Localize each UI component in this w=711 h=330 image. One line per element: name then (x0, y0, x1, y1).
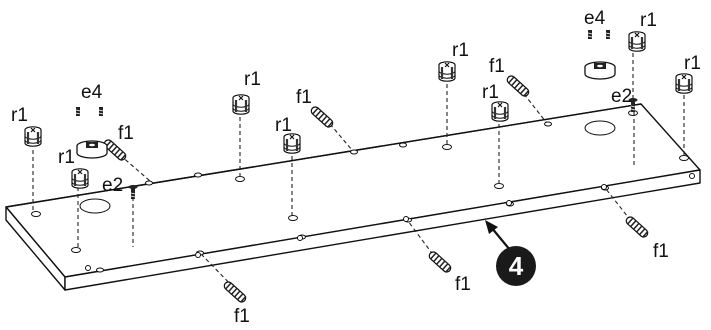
label-r1: r1 (275, 115, 292, 136)
label-r1: r1 (640, 10, 657, 31)
label-r1: r1 (11, 105, 28, 126)
label-e2: e2 (102, 175, 123, 196)
label-f1: f1 (653, 241, 669, 262)
label-r1: r1 (58, 147, 75, 168)
part-labels: r1 r1 r1 r1 r1 r1 r1 r1 f1 f1 f1 f1 f1 f… (11, 8, 701, 327)
top-holes (31, 110, 689, 273)
label-r1: r1 (482, 82, 499, 103)
arrow-head-icon (485, 220, 498, 234)
step-number: 4 (509, 251, 524, 281)
bore-hole-left (79, 198, 111, 214)
step-callout: 4 (485, 220, 536, 286)
panel-board (5, 103, 701, 291)
label-f1: f1 (118, 123, 134, 144)
label-e4: e4 (81, 82, 103, 103)
label-e4: e4 (584, 8, 606, 29)
label-f1: f1 (296, 87, 312, 108)
edge-holes (85, 173, 695, 271)
label-r1: r1 (244, 69, 261, 90)
label-e2: e2 (611, 86, 632, 107)
label-f1: f1 (234, 306, 250, 327)
label-f1: f1 (455, 274, 471, 295)
bore-hole-right (584, 120, 616, 136)
step-badge (496, 246, 536, 286)
guide-lines (32, 53, 685, 293)
label-f1: f1 (489, 56, 505, 77)
label-r1: r1 (684, 53, 701, 74)
label-r1: r1 (452, 40, 469, 61)
